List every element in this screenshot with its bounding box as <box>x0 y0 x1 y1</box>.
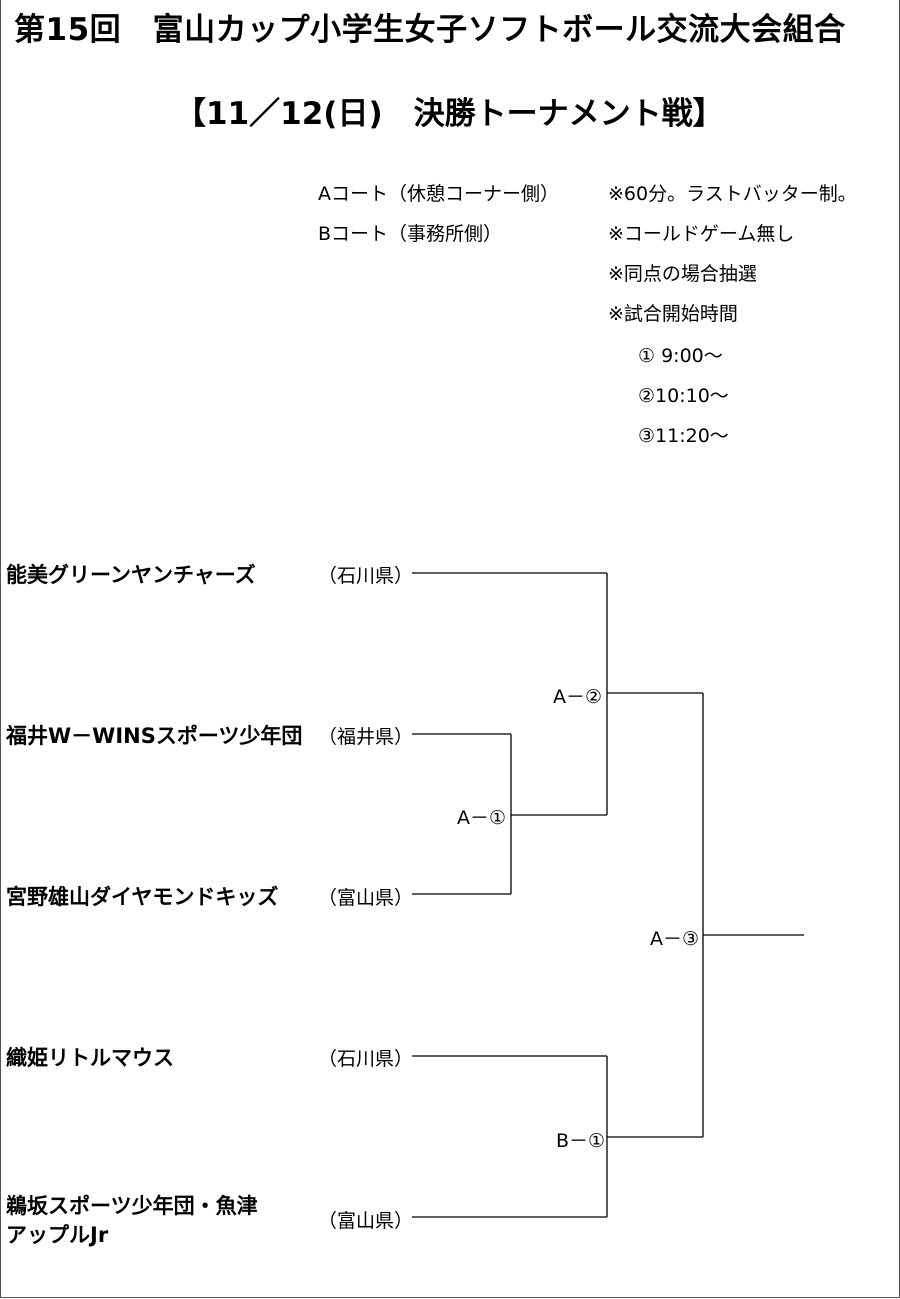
team-name: 織姫リトルマウス <box>6 1046 174 1070</box>
team-prefecture: （富山県） <box>318 887 414 909</box>
team-name: 福井W－WINSスポーツ少年団 <box>6 724 303 748</box>
note-cold-game: ※コールドゲーム無し <box>608 223 795 245</box>
page-title: 第15回 富山カップ小学生女子ソフトボール交流大会組合 <box>14 12 846 48</box>
team-name-line2: アップルJr <box>6 1223 109 1247</box>
team-name: 宮野雄山ダイヤモンドキッズ <box>6 885 279 909</box>
page-subtitle: 【11／12(日) 決勝トーナメント戦】 <box>175 96 724 132</box>
start-time-2: ②10:10～ <box>638 385 729 407</box>
court-a-label: Aコート（休憩コーナー側） <box>318 183 559 205</box>
court-b-label: Bコート（事務所側） <box>318 223 503 245</box>
team-prefecture: （石川県） <box>318 1048 414 1070</box>
match-b1-label: B－① <box>556 1130 606 1152</box>
start-time-1: ① 9:00～ <box>638 345 723 367</box>
team-prefecture: （富山県） <box>318 1210 414 1232</box>
note-start-time: ※試合開始時間 <box>608 303 738 325</box>
note-rule: ※60分。ラストバッター制。 <box>608 183 857 205</box>
match-a3-label: A－③ <box>650 928 700 950</box>
team-prefecture: （石川県） <box>318 565 414 587</box>
team-prefecture: （福井県） <box>318 726 414 748</box>
start-time-3: ③11:20～ <box>638 425 729 447</box>
team-name-line1: 鵜坂スポーツ少年団・魚津 <box>6 1194 258 1218</box>
note-tie: ※同点の場合抽選 <box>608 263 757 285</box>
team-name: 能美グリーンヤンチャーズ <box>6 563 256 587</box>
match-a2-label: A－② <box>553 686 603 708</box>
match-a1-label: A－① <box>457 807 507 829</box>
